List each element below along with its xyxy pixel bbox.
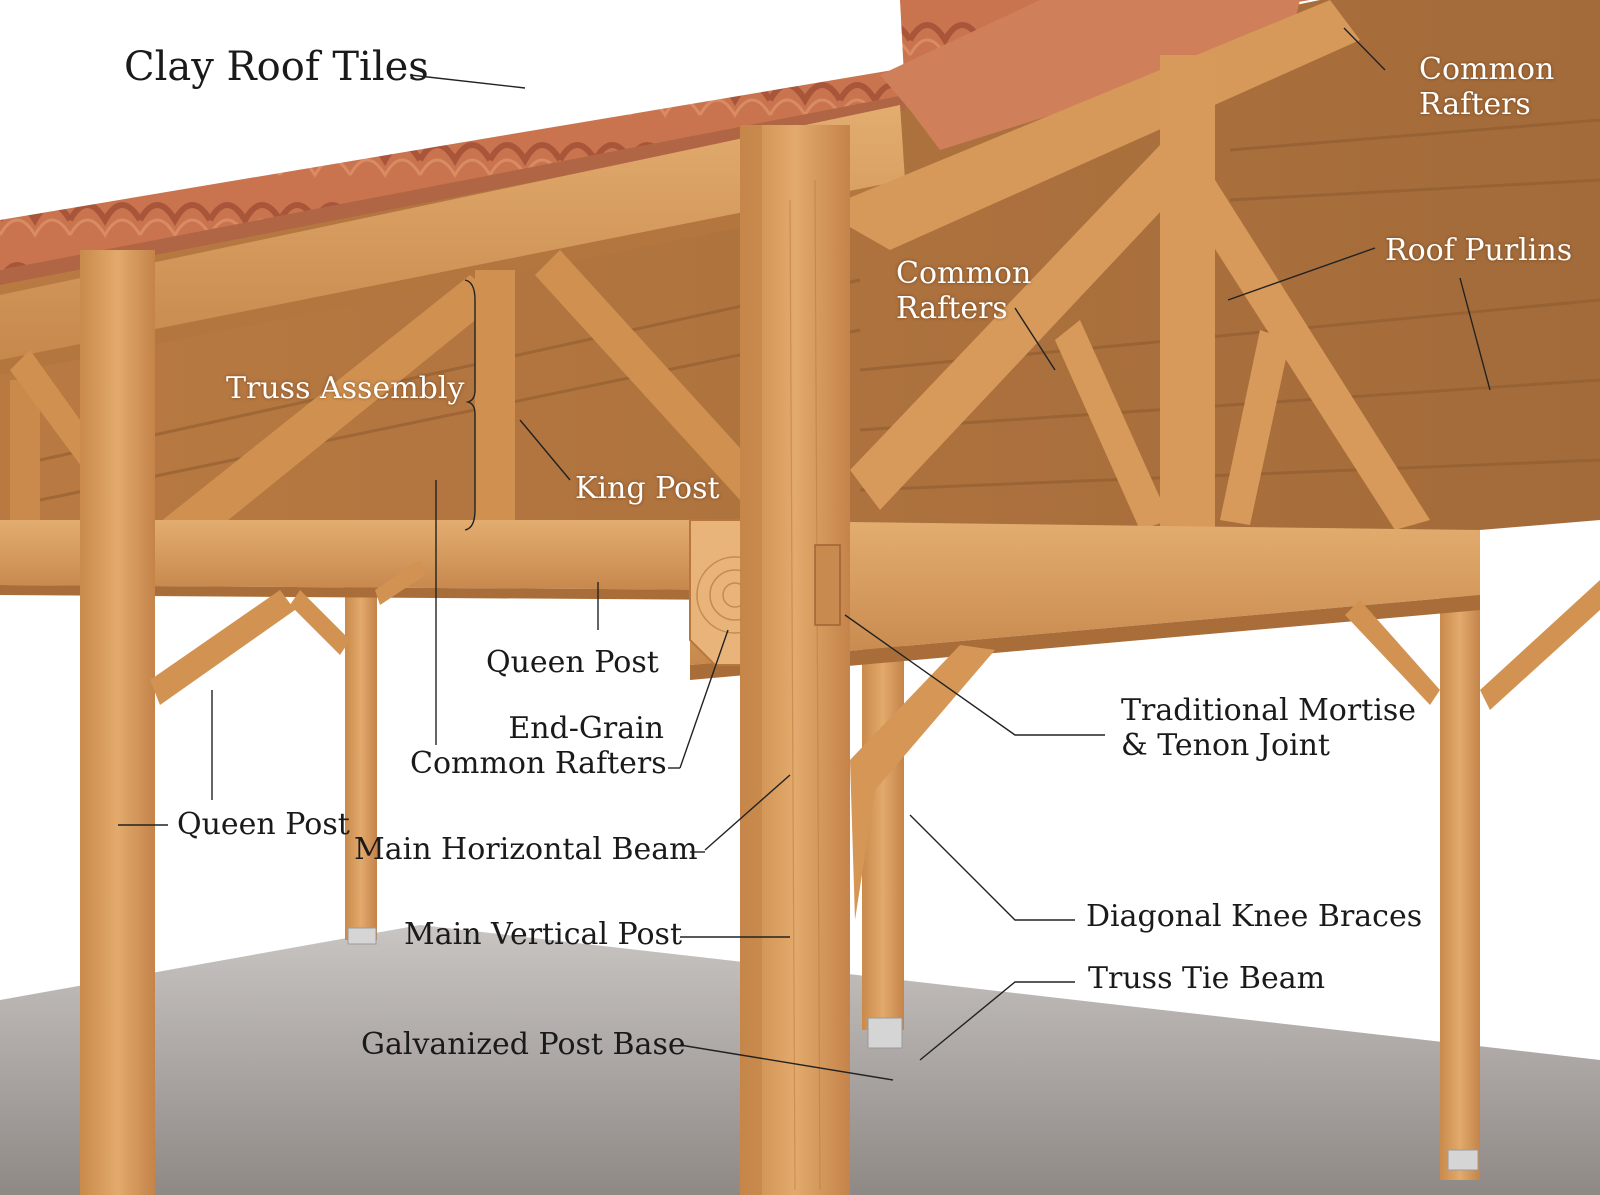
label-end-grain-line1: End-Grain bbox=[508, 711, 664, 746]
label-clay-roof-tiles: Clay Roof Tiles bbox=[124, 44, 429, 90]
label-galvanized-post-base: Galvanized Post Base bbox=[361, 1027, 686, 1062]
label-king-post: King Post bbox=[575, 471, 720, 506]
label-common-rafters-mid-line2: Rafters bbox=[896, 290, 1008, 326]
label-common-rafters-top-line1: Common bbox=[1419, 52, 1555, 87]
eave-beam bbox=[0, 105, 905, 360]
label-common-rafters-mid: Common Rafters bbox=[896, 256, 1032, 326]
label-common-rafters-top-line2: Rafters bbox=[1419, 86, 1531, 122]
label-truss-assembly: Truss Assembly bbox=[226, 371, 465, 406]
label-diagonal-knee-braces: Diagonal Knee Braces bbox=[1086, 899, 1423, 934]
label-truss-tie-beam: Truss Tie Beam bbox=[1088, 961, 1326, 996]
label-mortise-line1: Traditional Mortise bbox=[1121, 693, 1417, 728]
left-tie-beam bbox=[0, 520, 740, 590]
left-queen-post bbox=[80, 250, 155, 1195]
label-main-horizontal-beam: Main Horizontal Beam bbox=[354, 832, 698, 867]
left-knee-brace-b bbox=[290, 590, 350, 655]
roof-tile-edge bbox=[880, 0, 1300, 150]
right-tie-beam bbox=[690, 520, 1480, 665]
label-roof-purlins: Roof Purlins bbox=[1385, 233, 1573, 268]
back-post-mid bbox=[345, 560, 377, 940]
clay-roof-tiles bbox=[0, 0, 1310, 270]
back-post-right bbox=[862, 640, 904, 1030]
label-mortise-line2: & Tenon Joint bbox=[1121, 727, 1330, 763]
left-truss bbox=[10, 250, 760, 555]
left-knee-brace-a bbox=[150, 590, 295, 705]
label-queen-post-center: Queen Post bbox=[486, 645, 659, 680]
label-traditional-mortise-tenon: Traditional Mortise & Tenon Joint bbox=[1121, 693, 1417, 763]
label-end-grain-line2: Common Rafters bbox=[410, 745, 667, 781]
metal-bracket-icon bbox=[347, 927, 1479, 1171]
left-knee-brace-c bbox=[375, 560, 425, 605]
label-end-grain-common-rafters: End-Grain Common Rafters bbox=[410, 711, 667, 781]
label-main-vertical-post: Main Vertical Post bbox=[404, 917, 683, 952]
back-post-far bbox=[1440, 560, 1480, 1180]
label-common-rafters-mid-line1: Common bbox=[896, 256, 1032, 291]
label-common-rafters-top: Common Rafters bbox=[1419, 52, 1555, 122]
label-queen-post-left: Queen Post bbox=[177, 807, 350, 842]
mortise-joint bbox=[814, 544, 841, 626]
right-knee-brace bbox=[850, 645, 995, 920]
leader-lines bbox=[118, 27, 1491, 1081]
right-truss bbox=[850, 55, 1430, 565]
right-rafter bbox=[820, 0, 1360, 250]
